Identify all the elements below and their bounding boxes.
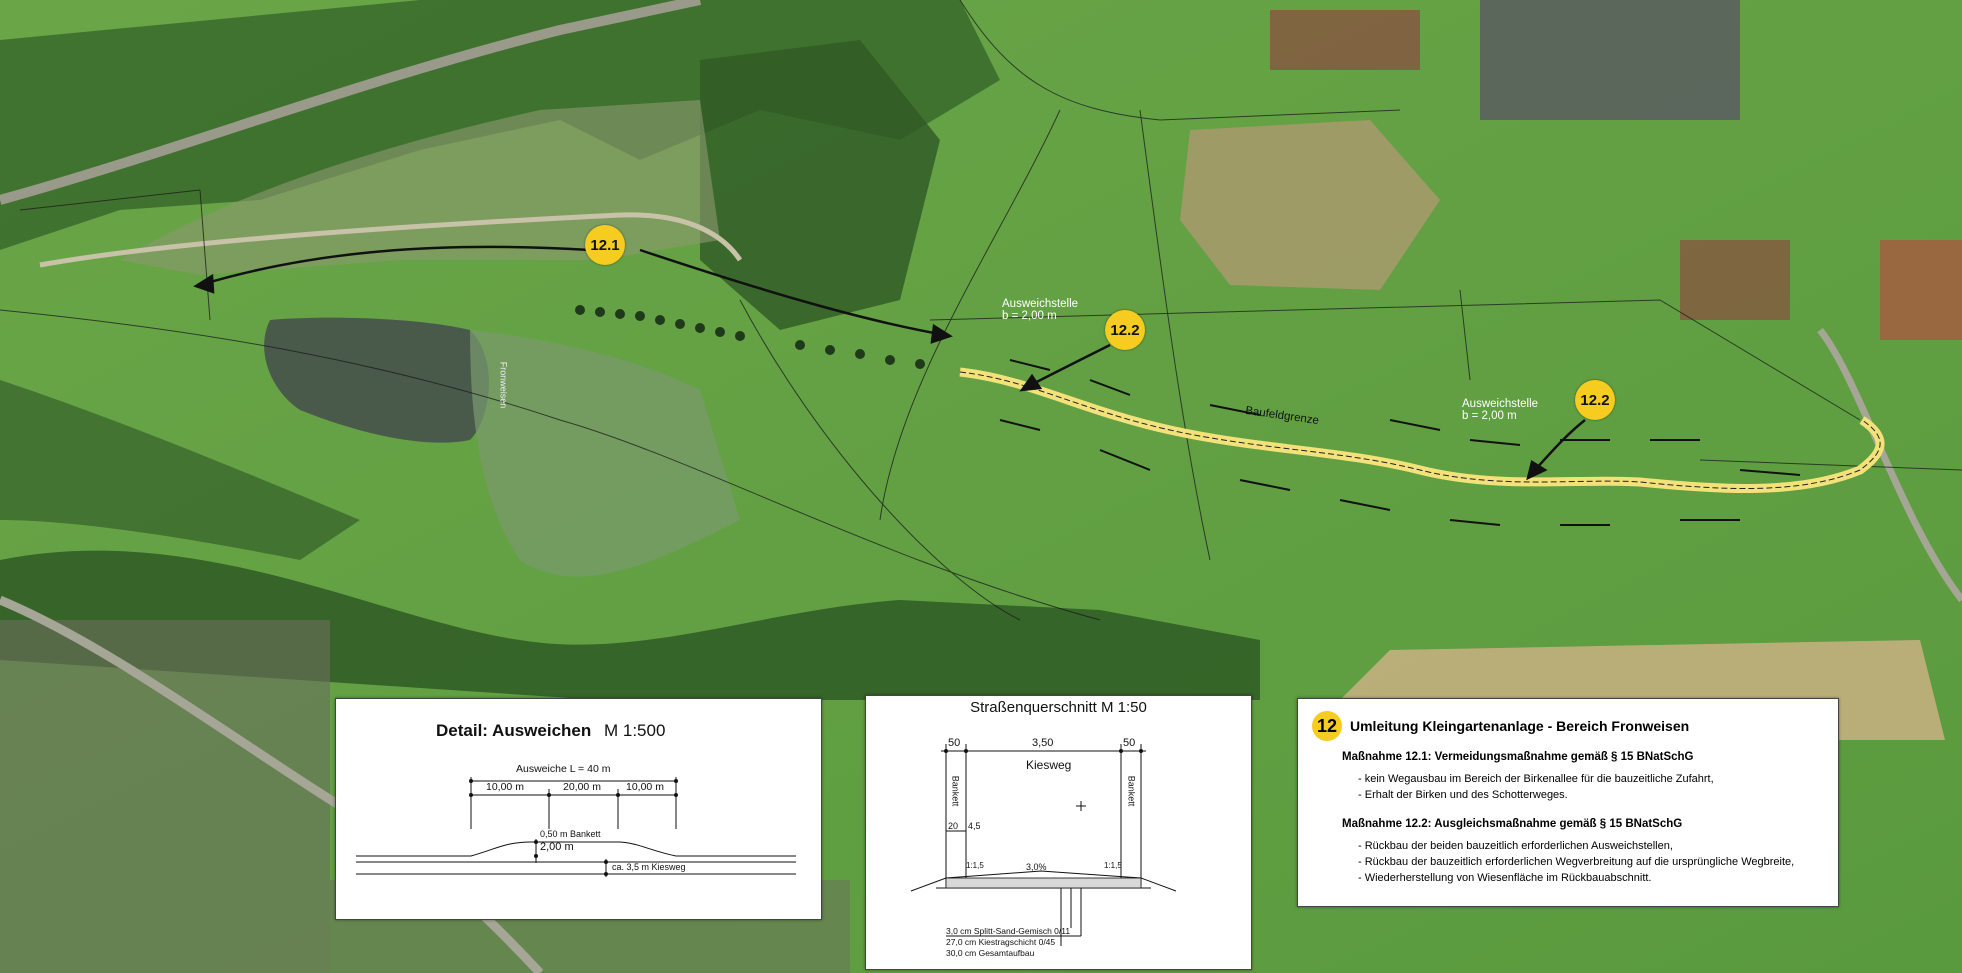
section-drawing (910, 744, 1177, 946)
section-dim-45: 4,5 (968, 821, 981, 831)
section-slope-right: 1:1,5 (1104, 861, 1122, 870)
section-right-bankett-width: 50 (1123, 737, 1136, 749)
list-item: Rückbau der bauzeitlich erforderlichen W… (1358, 854, 1794, 870)
forest-center (700, 40, 940, 330)
section-dim-20: 20 (948, 821, 959, 831)
buildings-northeast (1480, 0, 1740, 120)
section-layer-3: 30,0 cm Gesamtaufbau (946, 948, 1035, 958)
section-right-bankett-label: Bankett (1126, 775, 1137, 807)
detail-widening: 2,00 m (540, 841, 574, 853)
detail-bankett: 0,50 m Bankett (540, 829, 601, 839)
road-allotment (39, 212, 743, 268)
section-layer-1: 3,0 cm Splitt-Sand-Gemisch 0/11 (946, 926, 1071, 936)
buildings-east (1680, 240, 1790, 320)
measure-12-2-list: Rückbau der beiden bauzeitlich erforderl… (1358, 838, 1794, 886)
section-cross-fall: 3,0% (1026, 862, 1047, 872)
section-road-width: 3,50 (1032, 737, 1054, 749)
detail-segment-3: 10,00 m (626, 781, 664, 793)
road-east (1817, 327, 1962, 603)
section-left-bankett-width: 50 (948, 737, 961, 749)
measure-12-2-heading: Maßnahme 12.2: Ausgleichsmaßnahme gemäß … (1342, 818, 1683, 830)
detail-length: Ausweiche L = 40 m (516, 763, 611, 775)
detail-title: Detail: Ausweichen (436, 721, 592, 740)
area-name-label: Fronweisen (498, 361, 509, 409)
detail-segment-2: 20,00 m (563, 781, 601, 793)
detail-title-row: Detail: Ausweichen M 1:500 (436, 721, 665, 741)
list-item: Rückbau der beiden bauzeitlich erforderl… (1358, 838, 1794, 854)
allotment-gardens (120, 100, 720, 275)
list-item: Erhalt der Birken und des Schotterweges. (1358, 787, 1714, 803)
section-title: Straßenquerschnitt M 1:50 (970, 699, 1147, 716)
passing-place-east-label: Ausweichstelle b = 2,00 m (1462, 398, 1539, 422)
buildings-farright (1880, 240, 1962, 340)
detail-drawing (356, 777, 796, 877)
section-layer-2: 27,0 cm Kiestragschicht 0/45 (946, 937, 1056, 947)
buildings-north (1270, 10, 1420, 70)
list-item: kein Wegausbau im Bereich der Birkenalle… (1358, 771, 1714, 787)
legend-title: Umleitung Kleingartenanlage - Bereich Fr… (1350, 718, 1690, 734)
legend-title-row: 12 Umleitung Kleingartenanlage - Bereich… (1312, 711, 1689, 741)
forest-southwest (0, 380, 360, 560)
badge-12-1[interactable]: 12.1 (585, 225, 625, 265)
detail-kiesweg: ca. 3,5 m Kiesweg (612, 862, 686, 872)
section-left-bankett-label: Bankett (950, 775, 961, 807)
wetland (470, 330, 740, 577)
badge-12-2-west[interactable]: 12.2 (1105, 310, 1145, 350)
birch-avenue (575, 305, 925, 369)
legend-number-badge: 12 (1312, 711, 1342, 741)
cadastral-lines (0, 0, 1962, 621)
detail-ausweichen-panel: Detail: Ausweichen M 1:500 Ausweiche L =… (335, 698, 822, 920)
field-north (1180, 120, 1440, 290)
measure-12-1-heading: Maßnahme 12.1: Vermeidungsmaßnahme gemäß… (1342, 751, 1694, 763)
section-surface: Kiesweg (1026, 758, 1072, 772)
passing-place-west-label: Ausweichstelle b = 2,00 m (1002, 298, 1079, 322)
construction-boundary-line (999, 359, 1801, 526)
list-item: Wiederherstellung von Wiesenfläche im Rü… (1358, 870, 1794, 886)
section-slope-left: 1:1,5 (966, 861, 984, 870)
detail-segment-1: 10,00 m (486, 781, 524, 793)
pond (264, 317, 489, 443)
buildings-southwest (0, 620, 330, 973)
arrows (193, 245, 1586, 481)
route-outline (959, 371, 1881, 490)
measure-12-1-list: kein Wegausbau im Bereich der Birkenalle… (1358, 771, 1714, 803)
road-north (0, 0, 702, 205)
badge-12-2-east[interactable]: 12.2 (1575, 380, 1615, 420)
measure-legend-panel: 12 Umleitung Kleingartenanlage - Bereich… (1297, 698, 1839, 907)
cross-section-panel: Straßenquerschnitt M 1:50 50 3,50 50 Kie… (865, 695, 1252, 970)
detail-scale: M 1:500 (603, 721, 666, 740)
